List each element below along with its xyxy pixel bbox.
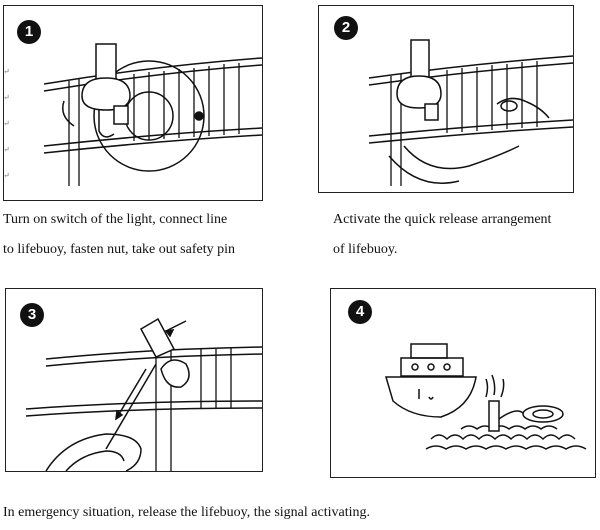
step-2-number-badge: 2 [334, 16, 358, 40]
step-3-caption-line-1: In emergency situation, release the life… [3, 505, 370, 520]
step-2-illustration [368, 39, 573, 186]
margin-mark: ↵ [3, 93, 10, 102]
step-2-caption-line-1: Activate the quick release arrangement [333, 212, 552, 227]
margin-mark: ↵ [3, 67, 10, 76]
margin-mark: ↵ [3, 119, 10, 128]
step-1-illustration [43, 43, 262, 186]
step-1-caption-line-1: Turn on switch of the light, connect lin… [3, 212, 228, 227]
margin-mark-column: ↵ ↵ ↵ ↵ ↵ [3, 68, 10, 198]
step-2-panel: 2 [318, 5, 574, 193]
step-3-number-badge: 3 [20, 303, 44, 327]
step-4-illustration [385, 343, 587, 450]
step-1-panel: 1 [3, 5, 263, 201]
step-4-panel: 4 [330, 288, 596, 478]
step-3-panel: 3 [5, 288, 263, 472]
margin-mark: ↵ [3, 145, 10, 154]
step-2-caption-line-2: of lifebuoy. [333, 242, 398, 257]
step-1-caption-line-2: to lifebuoy, fasten nut, take out safety… [3, 242, 235, 257]
margin-mark: ↵ [3, 171, 10, 180]
step-1-number-badge: 1 [17, 20, 41, 44]
step-3-illustration [25, 317, 262, 471]
step-4-number-badge: 4 [348, 300, 372, 324]
